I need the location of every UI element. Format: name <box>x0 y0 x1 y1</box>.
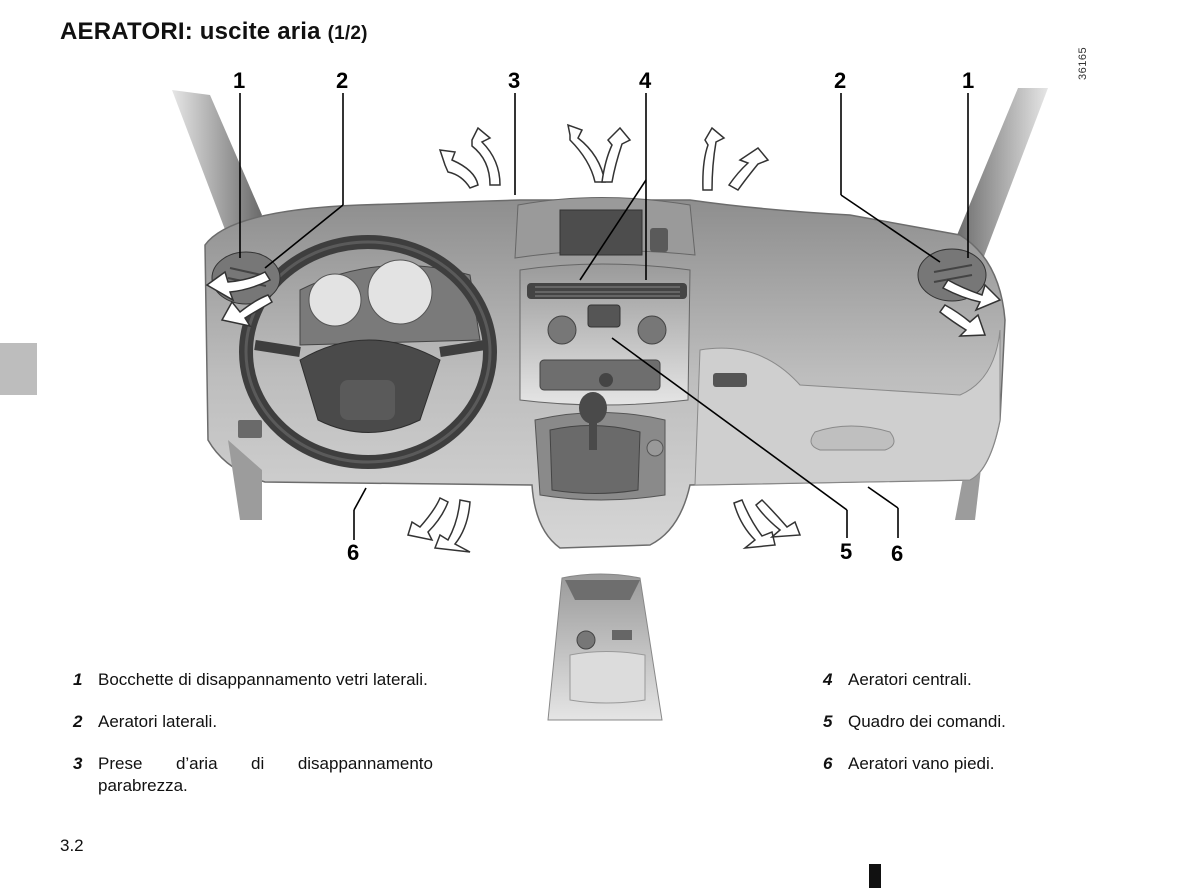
legend-number: 5 <box>823 712 833 731</box>
callout-6-left: 6 <box>347 540 360 565</box>
callout-2-left: 2 <box>336 68 349 93</box>
callout-3: 3 <box>508 68 521 93</box>
control-knob-left <box>547 315 577 345</box>
legend-text: Bocchette di disappannamento vetri later… <box>98 670 428 689</box>
right-pillar <box>955 88 1048 280</box>
footwell-arrow <box>407 496 449 542</box>
legend-text: Aeratori centrali. <box>848 670 972 689</box>
legend-text: Aeratori laterali. <box>98 712 218 731</box>
left-leg <box>228 440 262 520</box>
callout-5: 5 <box>840 539 853 564</box>
legend-number: 3 <box>73 754 83 773</box>
legend-right: 4 Aeratori centrali. 5 Quadro dei comand… <box>823 669 1153 795</box>
legend-item: 3 Prese d’aria di disappannamento parabr… <box>73 753 433 797</box>
legend-text: Aeratori vano piedi. <box>848 754 995 773</box>
legend-item: 6 Aeratori vano piedi. <box>823 753 1153 775</box>
callout-1-left: 1 <box>233 68 246 93</box>
legend-item: 4 Aeratori centrali. <box>823 669 1153 691</box>
legend-number: 4 <box>823 670 833 689</box>
page-number: 3.2 <box>60 836 84 855</box>
gear-boot <box>549 425 641 494</box>
legend-text: Quadro dei comandi. <box>848 712 1006 731</box>
legend-item: 5 Quadro dei comandi. <box>823 711 1153 733</box>
speedometer <box>308 273 362 327</box>
legend-item: 1 Bocchette di disappannamento vetri lat… <box>73 669 433 691</box>
right-side-vent <box>917 248 987 302</box>
legend-item: 2 Aeratori laterali. <box>73 711 433 733</box>
side-flow-arrow <box>205 270 272 302</box>
control-knob-right <box>637 315 667 345</box>
leader-lines <box>239 93 969 540</box>
legend-left: 1 Bocchette di disappannamento vetri lat… <box>73 669 433 817</box>
glovebox-switch <box>713 373 747 387</box>
callout-4: 4 <box>639 68 652 93</box>
legend-number: 1 <box>73 670 83 689</box>
gear-knob <box>579 392 607 424</box>
callout-2-right: 2 <box>834 68 847 93</box>
page-title: AERATORI: uscite aria (1/2) <box>60 18 368 46</box>
page-title-main: AERATORI: uscite aria <box>60 18 321 45</box>
defrost-arrow <box>438 149 479 189</box>
radio-panel <box>539 359 661 391</box>
page-title-suffix: (1/2) <box>327 23 368 44</box>
legend-text: Prese d’aria di disappannamento parabrez… <box>98 754 433 795</box>
legend-number: 2 <box>73 712 83 731</box>
legend-number: 6 <box>823 754 833 773</box>
chapter-tab <box>0 343 37 395</box>
center-vents <box>527 283 687 299</box>
callout-1-right: 1 <box>962 68 975 93</box>
callout-6-right: 6 <box>891 541 904 566</box>
glovebox-panel <box>694 329 1001 486</box>
tachometer <box>367 259 433 325</box>
page-edge-marker <box>869 864 881 888</box>
